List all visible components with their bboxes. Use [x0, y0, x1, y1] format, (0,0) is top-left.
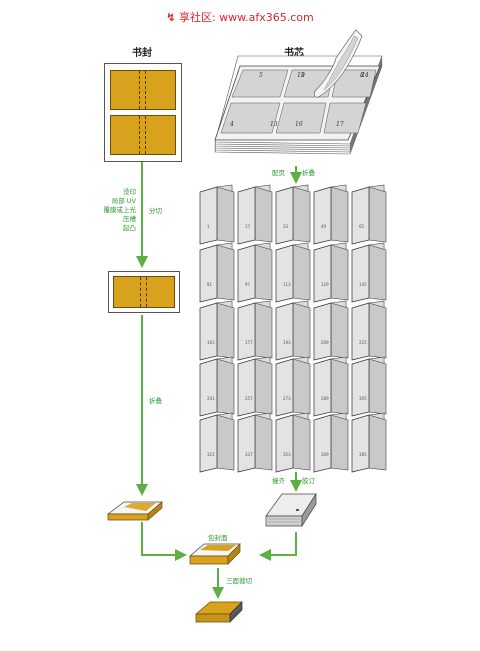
site-header: ↯ 享社区: www.afx365.com	[0, 9, 480, 25]
press-sheet-stack: 5 12 9 8 4 13 16 17 24	[214, 29, 383, 155]
spine-fold-line	[146, 277, 147, 307]
spine-fold-line	[139, 116, 140, 154]
folded-signature: 17	[237, 184, 273, 245]
folded-signature: 65	[351, 184, 387, 245]
page-number: 24	[360, 72, 369, 79]
cover-panel-bottom	[110, 115, 176, 155]
spine-fold-line	[140, 277, 141, 307]
folded-signature: 33	[275, 184, 311, 245]
folded-signature: 353	[275, 412, 311, 473]
folded-signature: 177	[237, 300, 273, 361]
site-logo-icon: ↯	[166, 11, 176, 24]
folded-signature: 97	[237, 242, 273, 303]
folded-signature: 1	[199, 184, 235, 245]
page-number: 16	[295, 121, 303, 128]
signature-number: 209	[321, 340, 329, 345]
folded-signature: 225	[351, 300, 387, 361]
folded-signature: 337	[237, 412, 273, 473]
align-label: 撞齐	[272, 477, 285, 485]
bind-label: 胶订	[302, 477, 315, 485]
folded-signature: 273	[275, 356, 311, 417]
folded-signature: 257	[237, 356, 273, 417]
signature-number: 369	[321, 452, 329, 457]
single-cover	[108, 271, 180, 313]
signature-number: 193	[283, 340, 291, 345]
signature-number: 161	[207, 340, 215, 345]
folded-signature: 369	[313, 412, 349, 473]
covered-book	[189, 543, 241, 565]
cover-process-list: 烫印 局部 UV 覆膜或上光 压槽 起凸	[82, 188, 137, 233]
signature-number: 113	[283, 282, 291, 287]
cover-panel	[113, 276, 175, 308]
folded-signature: 161	[199, 300, 235, 361]
spine-fold-line	[139, 71, 140, 109]
signature-number: 305	[359, 396, 367, 401]
bound-core	[265, 492, 317, 528]
folded-signature: 145	[351, 242, 387, 303]
signature-number: 273	[283, 396, 291, 401]
folded-signature: 129	[313, 242, 349, 303]
signature-number: 289	[321, 396, 329, 401]
cut-label: 分切	[149, 207, 162, 215]
fold-core-label: 折叠	[302, 169, 315, 177]
signature-number: 337	[245, 452, 253, 457]
fold-cover-label: 折叠	[149, 397, 162, 405]
signature-number: 145	[359, 282, 367, 287]
trim-label: 三面裁切	[226, 577, 252, 585]
site-header-text: 享社区: www.afx365.com	[178, 11, 314, 24]
page-number: 4	[229, 121, 234, 128]
folded-signature: 49	[313, 184, 349, 245]
process-laminate: 覆膜或上光	[103, 206, 137, 214]
arrow-core-to-wrap	[259, 532, 297, 561]
signature-number: 321	[207, 452, 215, 457]
folded-signature: 81	[199, 242, 235, 303]
flow-arrows	[136, 162, 302, 599]
process-foil: 烫印	[123, 188, 136, 196]
signature-number: 177	[245, 340, 253, 345]
arrow-cover-to-wrap	[141, 522, 187, 561]
signature-number: 257	[245, 396, 253, 401]
folded-signature: 193	[275, 300, 311, 361]
folded-signature: 305	[351, 356, 387, 417]
page-number: 13	[270, 121, 278, 128]
signature-number: 17	[245, 224, 251, 229]
folded-cover	[106, 501, 163, 521]
wrap-cover-label: 包封面	[208, 534, 228, 542]
signature-number: 353	[283, 452, 291, 457]
signature-number: 241	[207, 396, 215, 401]
cover-panel-top	[110, 70, 176, 110]
folded-signature: 113	[275, 242, 311, 303]
page-number: 5	[259, 72, 263, 79]
cover-sheet	[104, 63, 182, 162]
signature-number: 33	[283, 224, 289, 229]
page-number: 17	[336, 121, 344, 128]
signature-number: 97	[245, 282, 251, 287]
signature-number: 385	[359, 452, 367, 457]
page-number: 9	[301, 72, 305, 79]
collate-label: 配页	[272, 169, 285, 177]
spine-fold-line	[145, 116, 146, 154]
folded-signature: 385	[351, 412, 387, 473]
folded-signature: 289	[313, 356, 349, 417]
folded-signature: 209	[313, 300, 349, 361]
process-emboss: 起凸	[123, 224, 136, 232]
signature-number: 49	[321, 224, 327, 229]
page-number: 8	[360, 72, 364, 79]
signature-number: 65	[359, 224, 365, 229]
cover-title: 书封	[132, 48, 152, 59]
folded-signature: 241	[199, 356, 235, 417]
process-uv: 局部 UV	[111, 197, 136, 205]
core-title: 书芯	[284, 48, 304, 59]
trimmed-book	[195, 601, 243, 623]
signature-number: 81	[207, 282, 213, 287]
spine-fold-line	[145, 71, 146, 109]
page-number: 12	[297, 72, 305, 79]
signature-number: 225	[359, 340, 367, 345]
signature-number: 1	[207, 224, 210, 229]
process-crease: 压槽	[123, 215, 136, 223]
signature-grid: 1 17 33 49 65 81 97 113 129 145 161 177 193 209 225 241…	[199, 184, 387, 473]
signature-number: 129	[321, 282, 329, 287]
folded-signature: 321	[199, 412, 235, 473]
